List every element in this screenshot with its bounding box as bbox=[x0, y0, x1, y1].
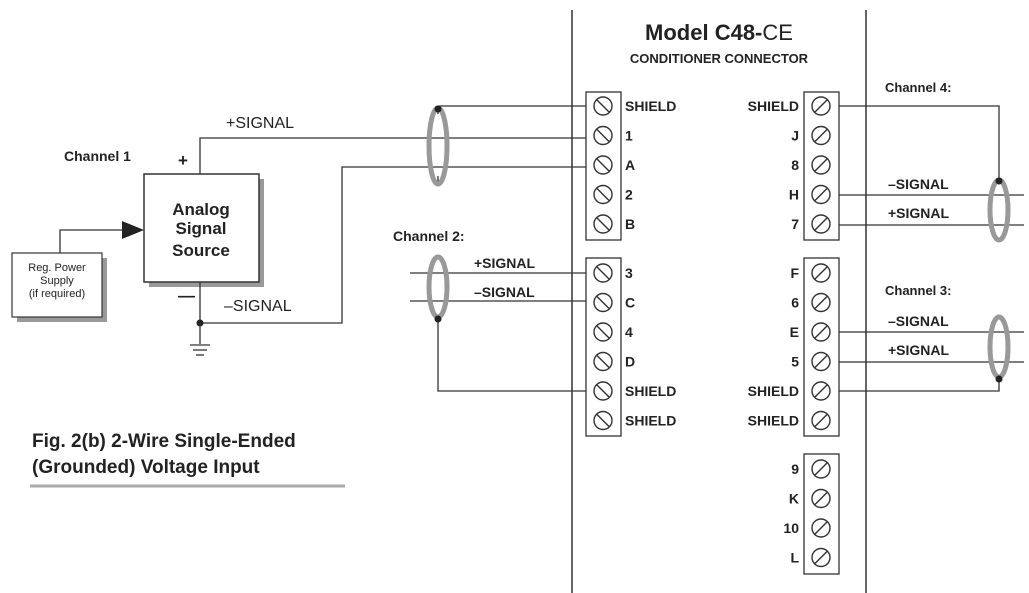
left-terminal-a-2-screw-slot bbox=[596, 158, 610, 172]
left-terminal-b-5-label: SHIELD bbox=[625, 413, 676, 429]
right-terminal-b-2-label: E bbox=[790, 324, 799, 340]
right-terminal-a-2-screw-slot bbox=[814, 158, 828, 172]
ch4-plus-signal-label: +SIGNAL bbox=[888, 205, 950, 221]
ch2-plus-signal-label: +SIGNAL bbox=[474, 255, 536, 271]
right-terminal-c-2-label: 10 bbox=[783, 520, 799, 536]
right-terminal-a-4-label: 7 bbox=[791, 216, 799, 232]
right-terminal-b-5-label: SHIELD bbox=[748, 413, 799, 429]
right-terminal-b-0-label: F bbox=[790, 265, 799, 281]
left-terminal-b-3-screw-slot bbox=[596, 355, 610, 368]
ch4-shield-ellipse bbox=[987, 177, 1011, 243]
right-terminal-c-0-screw-slot bbox=[814, 462, 828, 476]
ch3-shield-node bbox=[995, 375, 1003, 383]
power-supply-block bbox=[11, 252, 103, 318]
left-terminal-b-1-screw-slot bbox=[596, 296, 610, 309]
right-terminal-c-3-screw-slot bbox=[814, 551, 828, 564]
right-terminal-b-2-screw-slot bbox=[814, 325, 828, 339]
plus-terminal-mark: + bbox=[178, 151, 188, 170]
left-terminal-a-2-label: A bbox=[625, 157, 635, 173]
ch4-shield-wire bbox=[834, 105, 1000, 180]
left-terminal-b-2-label: 4 bbox=[625, 324, 633, 340]
left-terminal-a-3-label: 2 bbox=[625, 187, 633, 203]
power-supply-line3: (if required) bbox=[29, 288, 85, 300]
power-supply-line2: Supply bbox=[40, 275, 74, 287]
left-terminal-a-1-screw-slot bbox=[596, 129, 610, 142]
left-terminal-b-0-screw-slot bbox=[596, 266, 610, 280]
right-terminal-a-0-screw-slot bbox=[814, 99, 828, 113]
left-terminal-b-5-screw-slot bbox=[596, 414, 610, 427]
model-title: Model C48-CE bbox=[645, 20, 793, 45]
ch1-shield-node bbox=[434, 105, 442, 113]
right-terminal-a-1-screw-slot bbox=[814, 129, 828, 142]
right-terminal-b-1-label: 6 bbox=[791, 295, 799, 311]
right-terminal-b-1-screw-slot bbox=[814, 296, 828, 309]
ch1-shield-ellipse bbox=[426, 105, 450, 187]
channel4-label: Channel 4: bbox=[885, 80, 951, 95]
right-terminal-b-4-label: SHIELD bbox=[748, 383, 799, 399]
channel1-label: Channel 1 bbox=[64, 148, 131, 164]
ch2-shield-node bbox=[434, 315, 442, 323]
right-terminal-a-3-label: H bbox=[789, 187, 799, 203]
left-terminal-a-3-screw-slot bbox=[596, 188, 610, 201]
power-feed-arrow bbox=[122, 221, 144, 239]
left-terminal-a-0-label: SHIELD bbox=[625, 98, 676, 114]
left-terminal-b-4-label: SHIELD bbox=[625, 383, 676, 399]
ground-icon bbox=[190, 344, 210, 356]
right-terminal-b-3-label: 5 bbox=[791, 354, 799, 370]
right-terminal-a-4-screw-slot bbox=[814, 217, 828, 231]
channel3-label: Channel 3: bbox=[885, 283, 951, 298]
left-terminal-block-2 bbox=[585, 257, 622, 437]
right-terminal-c-0-label: 9 bbox=[791, 461, 799, 477]
left-terminal-b-1-label: C bbox=[625, 295, 635, 311]
right-terminal-c-1-label: K bbox=[789, 491, 799, 507]
ch1-plus-wire bbox=[199, 137, 603, 174]
left-terminal-a-4-label: B bbox=[625, 216, 635, 232]
right-terminal-c-2-screw-slot bbox=[814, 521, 828, 535]
right-terminal-a-1-label: J bbox=[791, 128, 799, 144]
right-terminal-c-1-screw-slot bbox=[814, 492, 828, 505]
left-terminal-b-4-screw-slot bbox=[596, 384, 610, 398]
ch2-shield-wire bbox=[437, 321, 603, 392]
ch3-shield-wire bbox=[834, 380, 1000, 392]
ch2-minus-signal-label: –SIGNAL bbox=[474, 284, 535, 300]
analog-source-line2: Signal bbox=[175, 219, 226, 238]
minus-terminal-mark: — bbox=[178, 286, 195, 305]
figure-caption-line1: Fig. 2(b) 2-Wire Single-Ended bbox=[32, 431, 296, 452]
channel2-label: Channel 2: bbox=[393, 228, 465, 244]
ch1-minus-signal-label: –SIGNAL bbox=[224, 298, 292, 315]
analog-source-block bbox=[143, 173, 260, 283]
right-terminal-c-3-label: L bbox=[790, 550, 799, 566]
ch4-minus-signal-label: –SIGNAL bbox=[888, 176, 949, 192]
ch2-shield-ellipse bbox=[426, 254, 450, 320]
ch3-shield-ellipse bbox=[987, 314, 1011, 380]
right-terminal-b-3-screw-slot bbox=[814, 355, 828, 368]
right-terminal-a-0-label: SHIELD bbox=[748, 98, 799, 114]
right-terminal-b-4-screw-slot bbox=[814, 384, 828, 398]
connector-subtitle: CONDITIONER CONNECTOR bbox=[630, 51, 809, 66]
right-terminal-a-2-label: 8 bbox=[791, 157, 799, 173]
figure-caption-line2: (Grounded) Voltage Input bbox=[32, 457, 260, 478]
ch3-minus-signal-label: –SIGNAL bbox=[888, 313, 949, 329]
ch1-plus-signal-label: +SIGNAL bbox=[226, 115, 294, 132]
analog-source-line3: Source bbox=[172, 241, 230, 260]
left-terminal-a-0-screw-slot bbox=[596, 99, 610, 113]
power-feed-wire bbox=[59, 229, 122, 253]
right-terminal-b-5-screw-slot bbox=[814, 414, 828, 427]
left-terminal-a-1-label: 1 bbox=[625, 128, 633, 144]
left-terminal-b-0-label: 3 bbox=[625, 265, 633, 281]
left-terminal-b-3-label: D bbox=[625, 354, 635, 370]
right-terminal-b-0-screw-slot bbox=[814, 266, 828, 280]
left-terminal-a-4-screw-slot bbox=[596, 217, 610, 231]
left-terminal-b-2-screw-slot bbox=[596, 325, 610, 339]
analog-source-line1: Analog bbox=[172, 200, 230, 219]
ch4-shield-node bbox=[995, 177, 1003, 185]
power-supply-line1: Reg. Power bbox=[28, 262, 86, 274]
right-terminal-block-2 bbox=[803, 257, 840, 437]
ch3-plus-signal-label: +SIGNAL bbox=[888, 342, 950, 358]
right-terminal-a-3-screw-slot bbox=[814, 188, 828, 201]
